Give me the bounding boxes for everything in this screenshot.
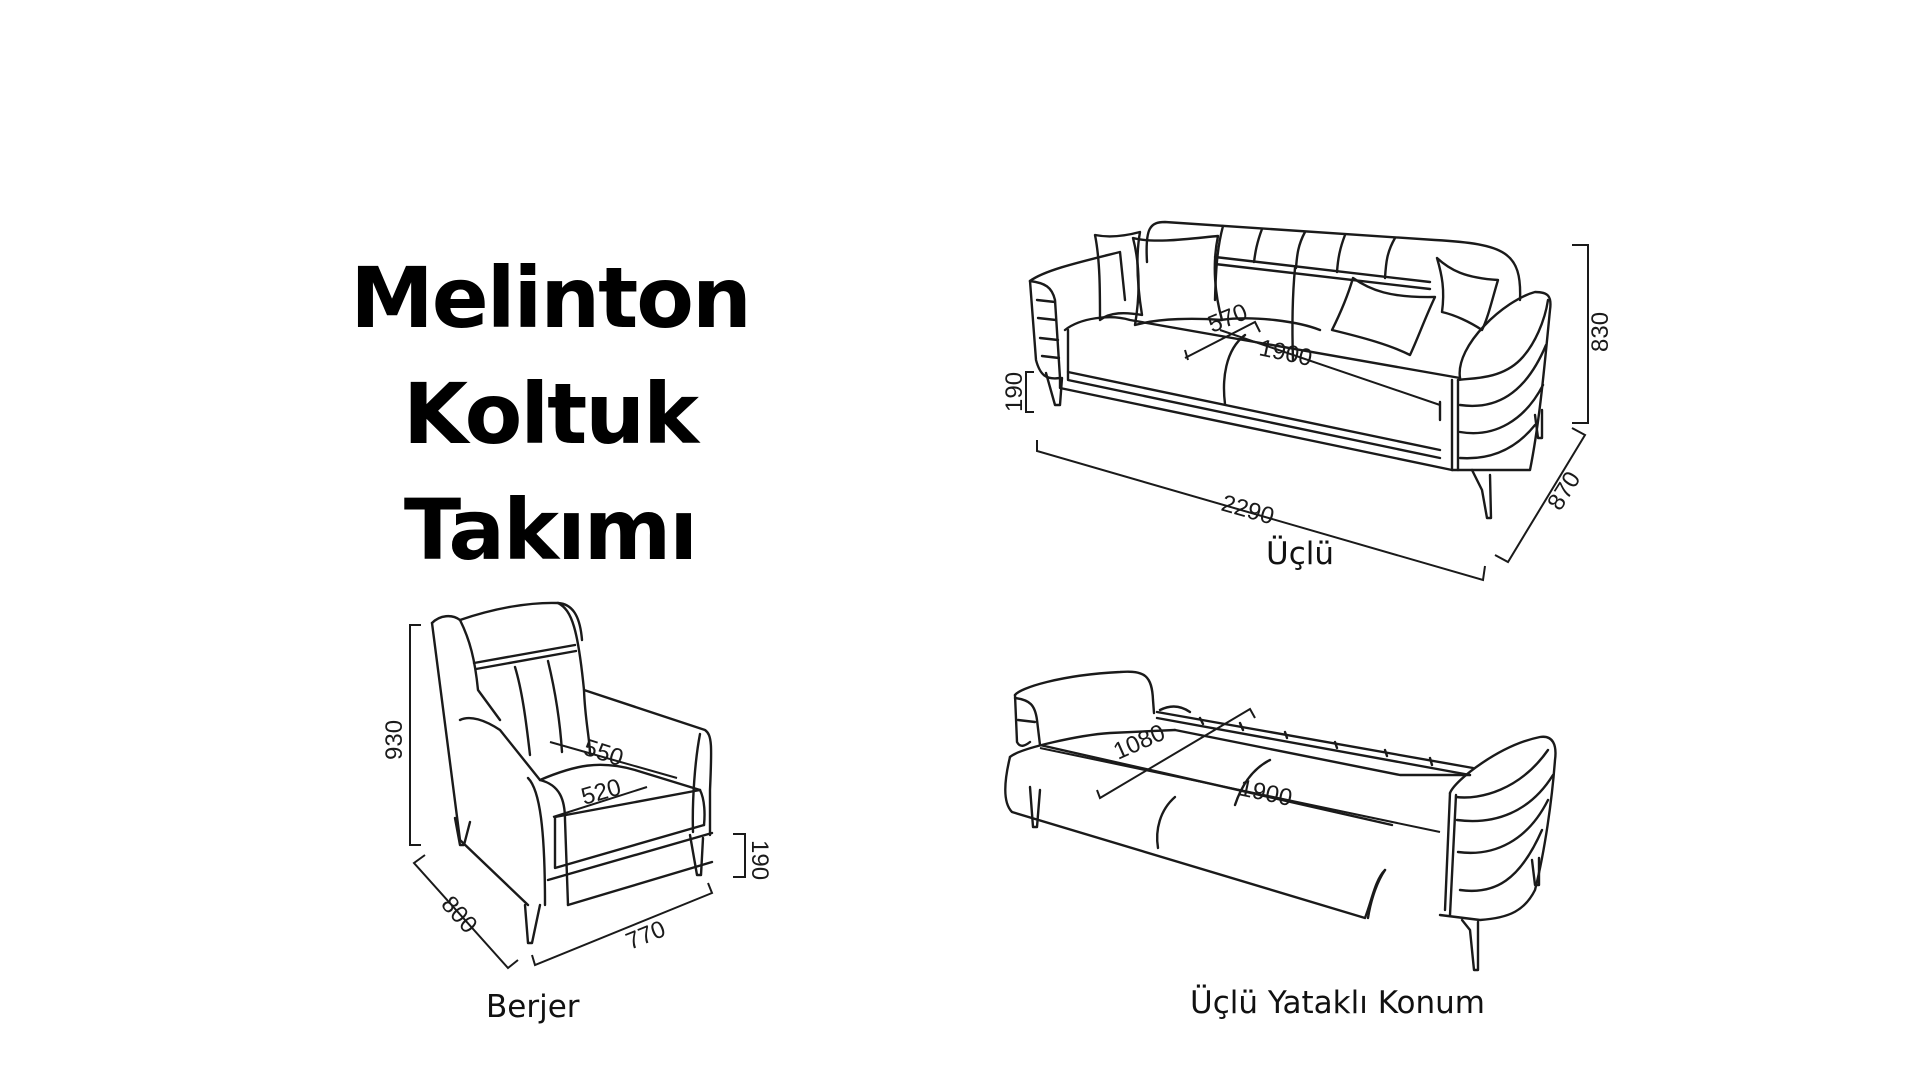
dim-line-leg <box>1025 371 1034 413</box>
dim-bed-width-text: 1080 <box>1109 719 1169 765</box>
dim-seat-width-text: 1900 <box>1257 334 1315 372</box>
dim-line-height <box>1572 244 1589 424</box>
dim-height-text: 930 <box>381 720 408 760</box>
dim-width-text: 770 <box>622 916 669 956</box>
sofa-bed-drawing: 1080 1900 <box>1004 670 1557 972</box>
dim-line-bed-width <box>1096 707 1256 800</box>
dim-line-seat-depth <box>549 741 678 779</box>
dim-line-bed-length <box>1039 747 1441 833</box>
dim-line-depth <box>412 854 519 970</box>
armchair-drawing: 930 190 800 770 550 520 <box>381 601 773 970</box>
title-line-2: Koltuk Takımı <box>403 365 699 579</box>
dim-height-text: 830 <box>1587 312 1614 352</box>
dim-line-seat-width <box>552 786 648 818</box>
dim-depth-text: 870 <box>1542 467 1586 515</box>
dim-line-seat-depth <box>1184 320 1261 359</box>
dim-line-height <box>409 624 421 846</box>
sofa-caption: Üçlü <box>1266 536 1334 572</box>
dim-line-width <box>1036 440 1486 582</box>
dim-seat-depth-text: 570 <box>1204 299 1251 339</box>
dim-width-text: 2290 <box>1218 490 1277 531</box>
dim-line-width <box>531 882 714 967</box>
dim-line-depth <box>1494 427 1587 564</box>
dim-line-seat-width <box>1184 329 1441 406</box>
dim-bed-length-text: 1900 <box>1237 774 1295 812</box>
dim-line-leg <box>733 833 746 878</box>
title-line-1: Melinton <box>350 249 752 347</box>
sofa-bed-caption: Üçlü Yataklı Konum <box>1190 985 1485 1021</box>
sofa-drawing: 2290 830 870 190 570 1900 <box>1001 220 1614 582</box>
dim-leg-text: 190 <box>746 840 773 880</box>
armchair-caption: Berjer <box>486 989 580 1025</box>
page-title: Melinton Koltuk Takımı <box>270 240 830 588</box>
dim-leg-text: 190 <box>1001 372 1028 412</box>
